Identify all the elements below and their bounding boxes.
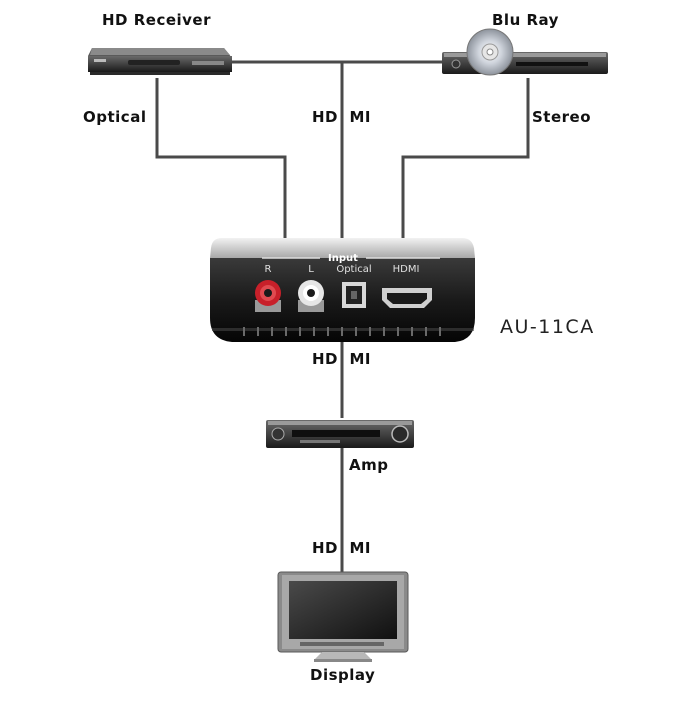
amp-device [266,420,414,448]
hdmi-connection-label-display: HD MI [312,539,371,557]
au-11ca-device: Input R L Optical HDMI [210,238,475,342]
port-r-label: R [265,264,272,275]
port-optical-label: Optical [336,264,371,275]
hd-receiver-device [88,48,232,75]
blu-ray-device [442,28,608,76]
cable-optical [155,78,287,238]
optical-port [342,282,366,308]
rca-r-port [255,280,281,312]
volume-knob-icon [391,425,409,443]
display-label: Display [310,666,376,684]
blu-ray-label: Blu Ray [492,11,559,29]
amp-label: Amp [349,456,389,474]
display-device [277,571,409,662]
hdmi-port [382,288,432,308]
hdmi-connection-label-out: HD MI [312,350,371,368]
cable-stereo [401,78,530,238]
hdmi-connection-label-top: HD MI [312,108,371,126]
converter-label: AU-11CA [500,316,595,338]
optical-connection-label: Optical [83,108,147,126]
cables [155,60,530,572]
port-hdmi-label: HDMI [393,264,420,275]
stereo-connection-label: Stereo [532,108,592,126]
input-group-label: Input [328,253,358,264]
port-l-label: L [308,264,314,275]
rca-l-port [298,280,324,312]
hd-receiver-label: HD Receiver [102,11,212,29]
screen [289,581,397,639]
